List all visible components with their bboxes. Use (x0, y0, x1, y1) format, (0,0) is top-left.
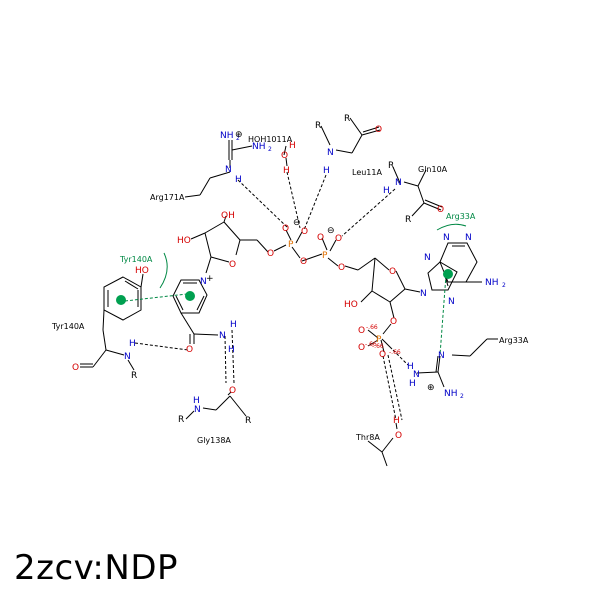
figure-caption: 2zcv:NDP (14, 548, 179, 588)
atom-h-gln: H (383, 186, 390, 196)
r-leu: R (344, 114, 350, 124)
charge-066-b: -.66 (365, 341, 377, 348)
covalent-bonds (80, 117, 498, 467)
hydrophobic-contacts (124, 223, 467, 356)
atom-p3: P (376, 335, 382, 345)
atom-n-arg33-2: N (438, 351, 445, 361)
atom-n-gly: N (194, 405, 201, 415)
r-gln2: R (405, 215, 411, 225)
atom-h-arg33-1: H (407, 362, 414, 372)
subscript-nh2-a: 2 (236, 135, 240, 142)
minus-1: ⊖ (293, 218, 301, 228)
atom-n-ad5: N (448, 297, 455, 307)
atom-h-amide1: H (230, 320, 237, 330)
label-tyr140-contact: Tyr140A (119, 255, 153, 264)
label-leu11: Leu11A (352, 168, 382, 177)
atom-n-ad3: N (443, 233, 450, 243)
atom-o-gln: O (437, 205, 444, 215)
atom-o-ribose1: O (229, 260, 236, 270)
atom-h-gly: H (193, 396, 200, 406)
tyr140-ring-centroid (116, 295, 126, 305)
atom-n-ad1: N (420, 289, 427, 299)
atom-n-amide: N (219, 331, 226, 341)
atom-ho-ribose1: HO (177, 236, 191, 246)
label-tyr140: Tyr140A (51, 322, 85, 331)
atom-nh2-adenine: NH (485, 278, 499, 288)
minus-2: ⊖ (327, 226, 335, 236)
atom-p2: P (322, 251, 328, 261)
atom-n-ad2: N (424, 253, 431, 263)
label-arg33: Arg33A (499, 336, 529, 345)
label-arg171: Arg171A (150, 193, 185, 202)
atom-n-arg171: N (225, 165, 232, 175)
r-tyr-bb: R (131, 371, 137, 381)
atom-n-leu: N (327, 148, 334, 158)
hydrogen-bonds (134, 171, 409, 421)
atom-nh2-arg33: NH (444, 389, 458, 399)
atom-o-p2b: O (335, 234, 342, 244)
atom-oh-ribose1: OH (221, 211, 235, 221)
atom-n-tyr-bb: N (124, 352, 131, 362)
label-thr8: Thr8A (355, 433, 380, 442)
atom-h-amide2: H (228, 345, 235, 355)
atom-h-arg171: H (235, 175, 242, 185)
atom-h-tyr-bb: H (129, 339, 136, 349)
atom-o-amide: O (186, 345, 193, 355)
r-gln: R (388, 161, 394, 171)
r-gly2: R (245, 416, 251, 426)
atom-p1: P (288, 240, 294, 250)
label-gly138: Gly138A (197, 436, 231, 445)
atom-o-p3-link: O (390, 317, 397, 327)
atom-o-leu: O (375, 125, 382, 135)
label-arg33-contact: Arg33A (446, 212, 476, 221)
atom-o-gly: O (229, 386, 236, 396)
atom-n-plus: N (200, 277, 207, 287)
atom-o-thr: O (395, 431, 402, 441)
subscript-nh2-b: 2 (268, 146, 272, 153)
atom-nh2-b: NH (252, 142, 266, 152)
atom-h-arg33-2: H (409, 379, 416, 389)
atom-o-p1b: O (301, 227, 308, 237)
plus-pyridinium: + (206, 274, 214, 284)
subscript-nh2-adenine: 2 (502, 282, 506, 289)
atom-h-thr: H (393, 416, 400, 426)
nicotinamide-ring-centroid (185, 291, 195, 301)
ring-centroids (116, 269, 453, 305)
atom-n-gln: N (395, 178, 402, 188)
label-hoh1011: HOH1011A (248, 135, 293, 144)
adenine-ring-centroid (443, 269, 453, 279)
charge-066-d: -.66 (389, 349, 401, 356)
plus-arg33: ⊕ (427, 383, 435, 393)
subscript-nh2-arg33: 2 (460, 393, 464, 400)
atom-h-hoh2: H (283, 166, 290, 176)
atom-nh2-a: NH (220, 131, 234, 141)
atom-o-ester2: O (338, 263, 345, 273)
atom-o-p3d: O (379, 350, 386, 360)
atom-o-tyr-bb: O (72, 363, 79, 373)
charge-066-c: -.66 (372, 343, 384, 350)
atom-n-arg33-1: N (413, 370, 420, 380)
atom-o-p3c: O (358, 343, 365, 353)
atom-o-ribose2: O (389, 267, 396, 277)
atom-o-p1a: O (282, 224, 289, 234)
label-gln10: Gln10A (418, 165, 448, 174)
atom-o-p3b: O (358, 326, 365, 336)
atom-ho-tyr: HO (135, 266, 149, 276)
atom-ho-ribose2: HO (344, 300, 358, 310)
r-leu-n: R (315, 121, 321, 131)
atom-h-hoh: H (289, 141, 296, 151)
atom-o-hoh: O (281, 151, 288, 161)
atom-h-leu: H (323, 166, 330, 176)
charge-066-a: -.66 (366, 324, 378, 331)
atom-n-ad4: N (465, 233, 472, 243)
plus-top: ⊕ (235, 130, 243, 140)
atom-o-p2a: O (317, 233, 324, 243)
atom-o-ester1: O (267, 249, 274, 259)
atom-o-p1c: O (300, 257, 307, 267)
r-gly1: R (178, 415, 184, 425)
